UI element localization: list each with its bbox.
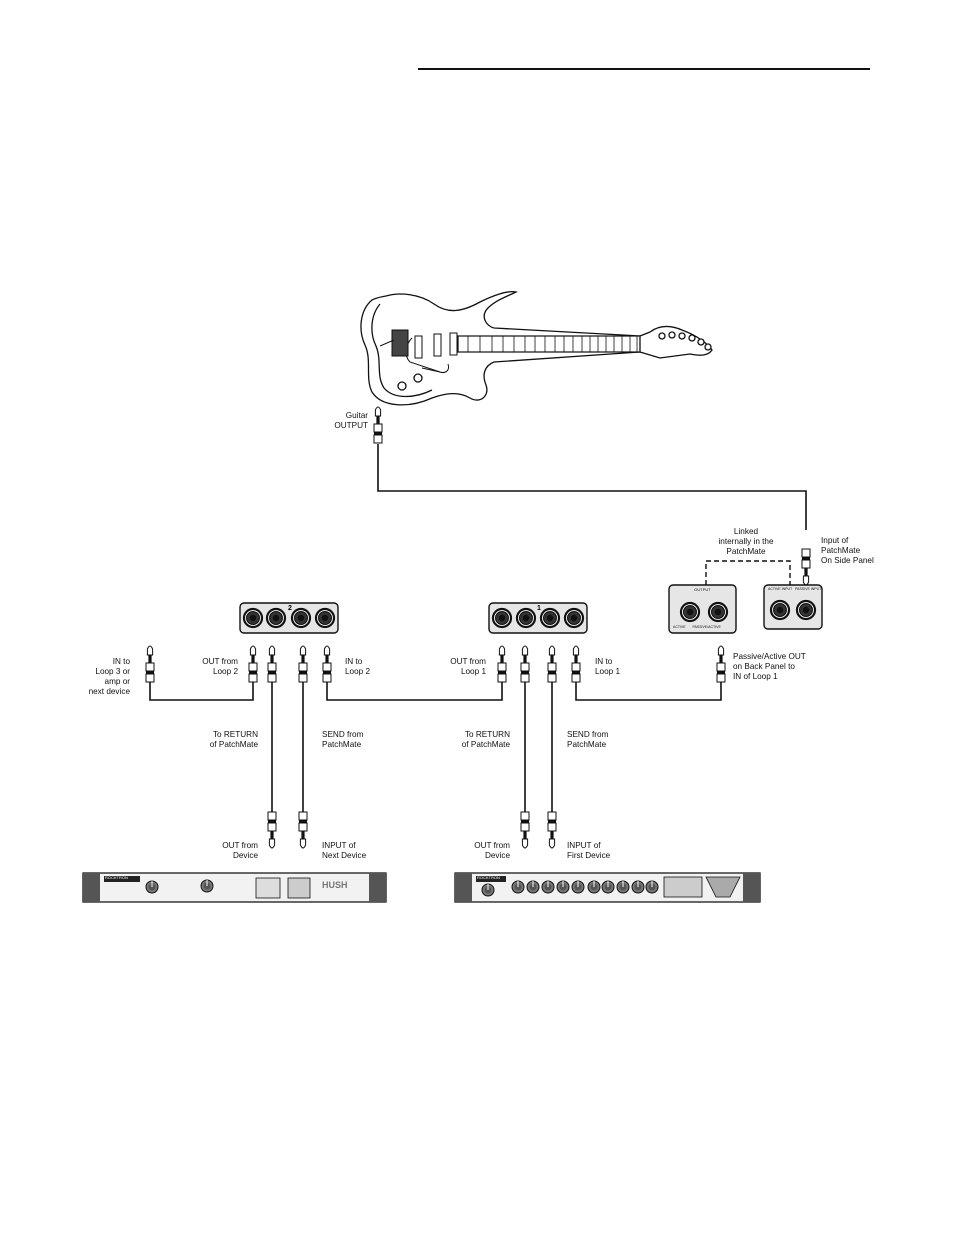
rack-right-brand: ROCKTRON bbox=[477, 875, 500, 880]
header-rule bbox=[418, 68, 870, 70]
cable-passive-to-loop1 bbox=[575, 682, 722, 701]
rack-unit-left: HUSH bbox=[82, 872, 387, 903]
cable-loop1-to-loop2 bbox=[326, 682, 503, 701]
internal-link-dashed bbox=[705, 560, 791, 585]
cable-loop2-to-loop3 bbox=[149, 682, 254, 701]
input-panel bbox=[763, 584, 823, 630]
loop1-number: 1 bbox=[537, 605, 541, 612]
input-panel-caption: ACTIVE INPUT PASSIVE INPUT bbox=[768, 587, 822, 591]
rack-unit-right bbox=[454, 872, 761, 903]
cables bbox=[149, 444, 807, 812]
rack-left-brand: ROCKTRON bbox=[105, 875, 128, 880]
output-panel bbox=[668, 584, 737, 634]
cable-guitar-to-input bbox=[377, 444, 807, 530]
svg-text:HUSH: HUSH bbox=[322, 880, 348, 890]
output-panel-subcaption: ACTIVE PASSIVE/ACTIVE bbox=[673, 625, 721, 629]
loop2-number: 2 bbox=[288, 605, 292, 612]
output-panel-caption: OUTPUT bbox=[694, 587, 711, 592]
loop1-panel bbox=[488, 602, 588, 634]
loop2-panel bbox=[239, 602, 339, 634]
guitar-illustration bbox=[360, 290, 713, 406]
